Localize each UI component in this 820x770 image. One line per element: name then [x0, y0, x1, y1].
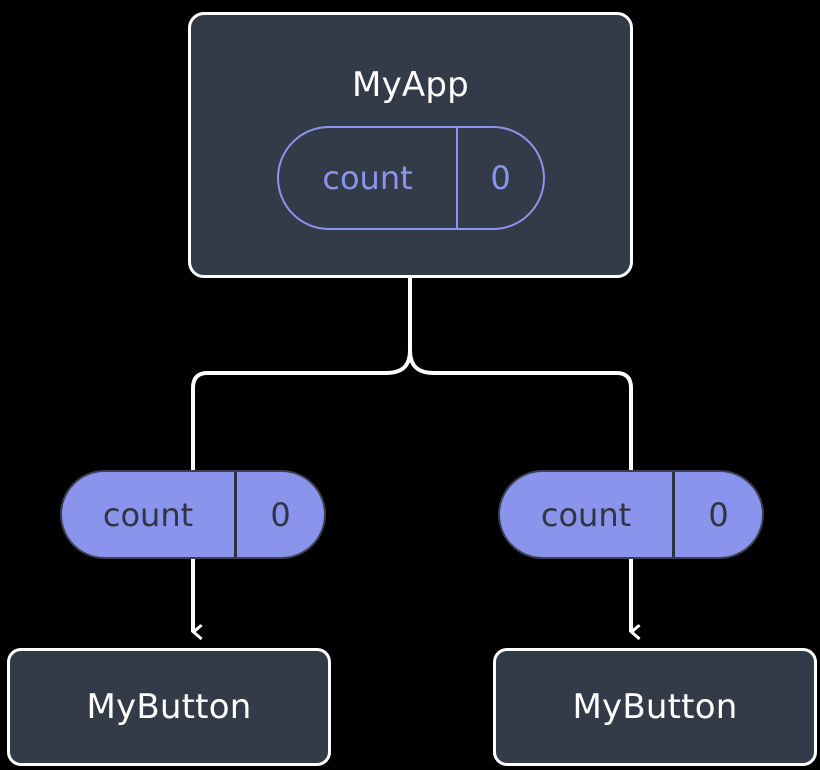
state-pill-myapp[interactable]: count 0	[277, 126, 545, 230]
component-node-myapp[interactable]: MyApp	[188, 12, 633, 278]
wire-fork-right	[408, 349, 633, 470]
prop-pill-left-key: count	[62, 472, 237, 557]
state-pill-myapp-value: 0	[490, 159, 511, 197]
prop-pill-right-key: count	[500, 472, 675, 557]
component-node-mybutton-left[interactable]: MyButton	[7, 648, 331, 766]
prop-pill-right-value: 0	[708, 495, 729, 534]
component-title-mybutton-right: MyButton	[572, 687, 738, 727]
prop-pill-left[interactable]: count 0	[60, 470, 326, 559]
state-pill-myapp-key: count	[279, 128, 458, 228]
component-title-myapp: MyApp	[352, 65, 469, 105]
wire-fork-left	[191, 349, 412, 470]
prop-pill-left-value: 0	[270, 495, 291, 534]
component-node-mybutton-right[interactable]: MyButton	[493, 648, 817, 766]
prop-pill-right[interactable]: count 0	[498, 470, 764, 559]
component-title-mybutton-left: MyButton	[86, 687, 252, 727]
